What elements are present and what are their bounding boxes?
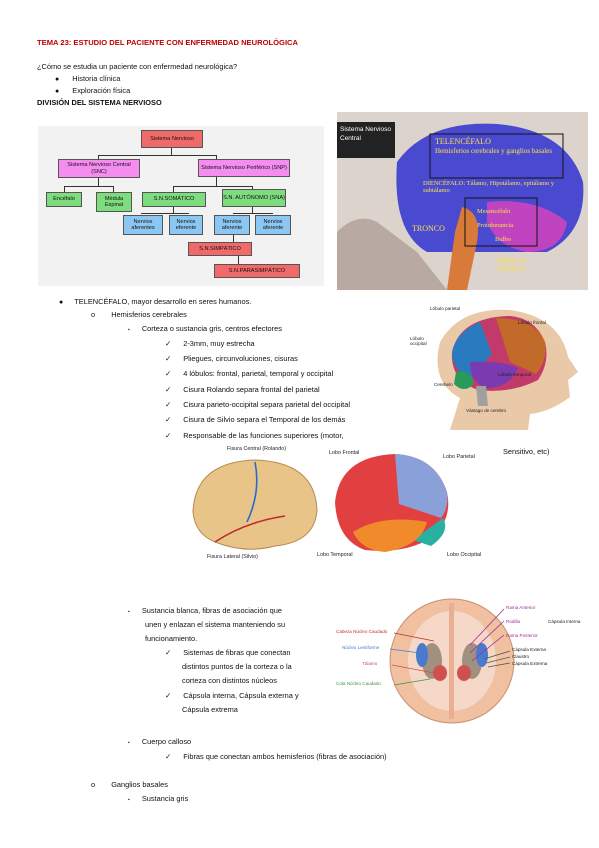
check-item: ✓2-3mm, muy estrecha [165,339,255,348]
text-line: distintos puntos de la corteza o la [182,662,292,671]
label-cabeza-caudado: Cabeza Núcleo Caudado [336,629,388,634]
label-mesencefalo: Mesencéfalo [477,208,511,215]
label-capsula-externa: Cápsula Externa [512,647,546,652]
label-fisura-lateral: Fisura Lateral (Silvio) [207,554,258,560]
node-sistema-nervioso: Sistema Nervioso [141,130,203,148]
question: ¿Cómo se estudia un paciente con enferme… [37,62,238,71]
label-lobo-parietal: Lobo Parietal [443,454,475,460]
continuation-text: Sensitivo, etc) [503,447,550,456]
brain-sagittal-image: Sistema Nervioso Central TELENCÉFALO Hem… [337,112,588,290]
label-lobulo-occipital: Lóbulo occipital [410,336,427,346]
list-item: ▪ Sustancia blanca, fibras de asociación… [128,606,282,615]
head-lobes-image: Lóbulo parietal Lóbulo frontal Lóbulo oc… [400,302,580,430]
list-item: ● Exploración física [55,86,131,95]
label-lentiforme: Núcleo Lentiforme [342,645,380,650]
label-rama-posterior: Rama Posterior [506,633,538,638]
label-lobo-occipital: Lobo Occipital [447,552,482,558]
check-item: ✓Fibras que conectan ambos hemisferios (… [165,752,387,761]
text-line: funcionamiento. [145,634,198,643]
label-diencefalo: DIENCÉFALO: Tálamo, Hipotálamo, epitálam… [423,180,555,194]
check-item: ✓Cisura Rolando separa frontal del parie… [165,385,320,394]
label-cola-caudado: Cola Núcleo Caudado [336,681,381,686]
text-line: unen y enlazan el sistema manteniendo su [145,620,286,629]
list-item: ● TELENCÉFALO, mayor desarrollo en seres… [59,297,252,306]
panel-label: Sistema Nervioso Central [340,126,391,142]
label-medula: MÉDULA ESPINAL [497,257,527,273]
label-protuberancia: Protuberancia [477,222,514,229]
check-item: ✓Cisura parieto-occipital separa parieta… [165,400,350,409]
label-cerebelo: Cerebelo [434,382,453,387]
label-rodilla: Rodilla [506,619,521,624]
label-capsula-extrema: Cápsula Extrema [512,661,548,666]
node-simpatico: S.N.SIMPÁTICO [188,242,252,256]
label-rama-anterior: Rama Anterior [506,605,536,610]
brain-sagittal-drawing [337,112,588,290]
nervous-system-diagram: Sistema Nervioso Sistema Nervioso Centra… [38,126,324,286]
check-item: ✓4 lóbulos: frontal, parietal, temporal … [165,369,334,378]
list-item: ● Historia clínica [55,74,121,83]
head-lobes-drawing [437,309,578,430]
node-parasimpatico: S.N.PARASIMPÁTICO [214,264,300,278]
node-snc: Sistema Nervioso Central (SNC) [58,159,140,178]
check-item: ✓Sistemas de fibras que conectan [165,648,291,657]
node-encefalo: Encéfalo [46,192,82,207]
label-hemisferios: Hemisferios cerebrales y ganglios basale… [435,147,553,155]
check-item: ✓Cisura de Silvio separa el Temporal de … [165,415,346,424]
label-telencefalo: TELENCÉFALO [435,137,491,146]
node-nervios-aferente: Nervios aferente [214,215,250,235]
label-vastago: Vástago de cerebro [466,408,507,413]
label-lobo-temporal: Lobo Temporal [317,552,353,558]
list-item: ▪ Sustancia gris [128,794,189,803]
label-lobulo-temporal: Lóbulo temporal [498,372,531,377]
brain-lateral-drawing [192,454,449,552]
label-lobo-frontal: Lobo Frontal [329,450,360,456]
node-somatico: S.N.SOMÁTICO [142,192,206,207]
check-item: ✓Cápsula interna, Cápsula externa y [165,691,299,700]
page-title: TEMA 23: ESTUDIO DEL PACIENTE CON ENFERM… [37,38,299,47]
label-fisura-central: Fisura Central (Rolando) [227,446,287,452]
brain-axial-image: Cabeza Núcleo Caudado Núcleo Lentiforme … [334,595,590,725]
list-item: o Hemisferios cerebrales [91,310,187,319]
check-item: ✓Responsable de las funciones superiores… [165,431,344,440]
node-nervios-aferente-2: Nervios aferente [255,215,291,235]
check-item: ✓Pliegues, circunvoluciones, cisuras [165,354,298,363]
list-item: o Ganglios basales [91,780,168,789]
label-claustro: Claustro [512,654,530,659]
text-line: corteza con distintos núcleos [182,676,277,685]
label-lobulo-frontal: Lóbulo frontal [518,320,546,325]
list-item: ▪ Corteza o sustancia gris, centros efec… [128,324,282,333]
label-talamo: Tálamo [362,661,378,666]
label-capsula-interna: Cápsula Interna [548,619,581,624]
label-lobulo-parietal: Lóbulo parietal [430,306,461,311]
brain-axial-drawing [389,598,515,724]
label-bulbo: Bulbo [495,236,511,243]
node-autonomo: S.N. AUTÓNOMO (SNA) [222,189,286,207]
brain-lateral-image: Fisura Central (Rolando) Fisura Lateral … [185,442,485,572]
node-nervios-aferentes: Nervios aferentes [123,215,163,235]
list-item: ▪ Cuerpo calloso [128,737,192,746]
label-tronco: TRONCO [412,224,445,233]
node-nervios-eferente: Nervios eferente [169,215,203,235]
node-medula: Médula Espinal [96,192,132,212]
section-heading: DIVISIÓN DEL SISTEMA NERVIOSO [37,98,162,107]
node-snp: Sistema Nervioso Periférico (SNP) [198,159,290,177]
text-line: Cápsula extrema [182,705,238,714]
